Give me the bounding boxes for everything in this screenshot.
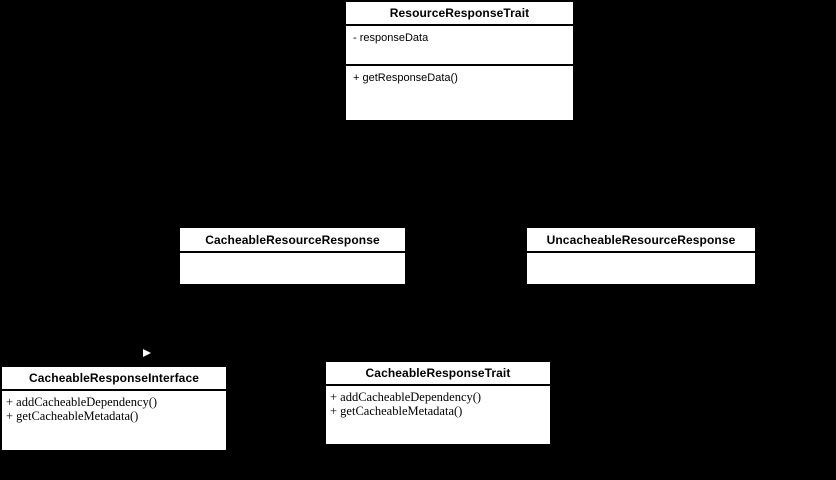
methods-compartment: + getResponseData() bbox=[346, 66, 573, 120]
compartment-divider bbox=[527, 251, 755, 253]
class-name: CacheableResponseInterface bbox=[28, 371, 199, 385]
class-name: UncacheableResourceResponse bbox=[546, 232, 736, 247]
attribute: - responseData bbox=[353, 32, 429, 44]
compartment-divider bbox=[2, 389, 226, 391]
method: + addCacheableDependency() bbox=[6, 395, 158, 409]
method: + getCacheableMetadata() bbox=[6, 409, 139, 423]
uml-class-resource-response-trait: ResourceResponseTrait - responseData + g… bbox=[346, 2, 573, 120]
methods-compartment: + addCacheableDependency() + getCacheabl… bbox=[2, 391, 226, 450]
class-name: CacheableResponseTrait bbox=[365, 366, 511, 380]
uml-class-cacheable-response-interface: CacheableResponseInterface + addCacheabl… bbox=[2, 367, 226, 450]
methods-compartment: + addCacheableDependency() + getCacheabl… bbox=[326, 386, 550, 444]
compartment-divider bbox=[180, 251, 405, 253]
method: + addCacheableDependency() bbox=[330, 390, 482, 404]
empty-compartment bbox=[527, 253, 755, 284]
compartment-divider bbox=[346, 24, 573, 26]
connector-arrowhead-right bbox=[143, 349, 151, 357]
class-name: ResourceResponseTrait bbox=[389, 6, 530, 20]
compartment-divider bbox=[346, 64, 573, 66]
method: + getResponseData() bbox=[353, 72, 458, 84]
uml-class-cacheable-resource-response: CacheableResourceResponse bbox=[180, 228, 405, 284]
uml-class-cacheable-response-trait: CacheableResponseTrait + addCacheableDep… bbox=[326, 362, 550, 444]
uml-class-uncacheable-resource-response: UncacheableResourceResponse bbox=[527, 228, 755, 284]
attributes-compartment: - responseData bbox=[346, 26, 573, 64]
method: + getCacheableMetadata() bbox=[330, 404, 463, 418]
empty-compartment bbox=[180, 253, 405, 284]
compartment-divider bbox=[326, 384, 550, 386]
class-name: CacheableResourceResponse bbox=[205, 232, 380, 247]
